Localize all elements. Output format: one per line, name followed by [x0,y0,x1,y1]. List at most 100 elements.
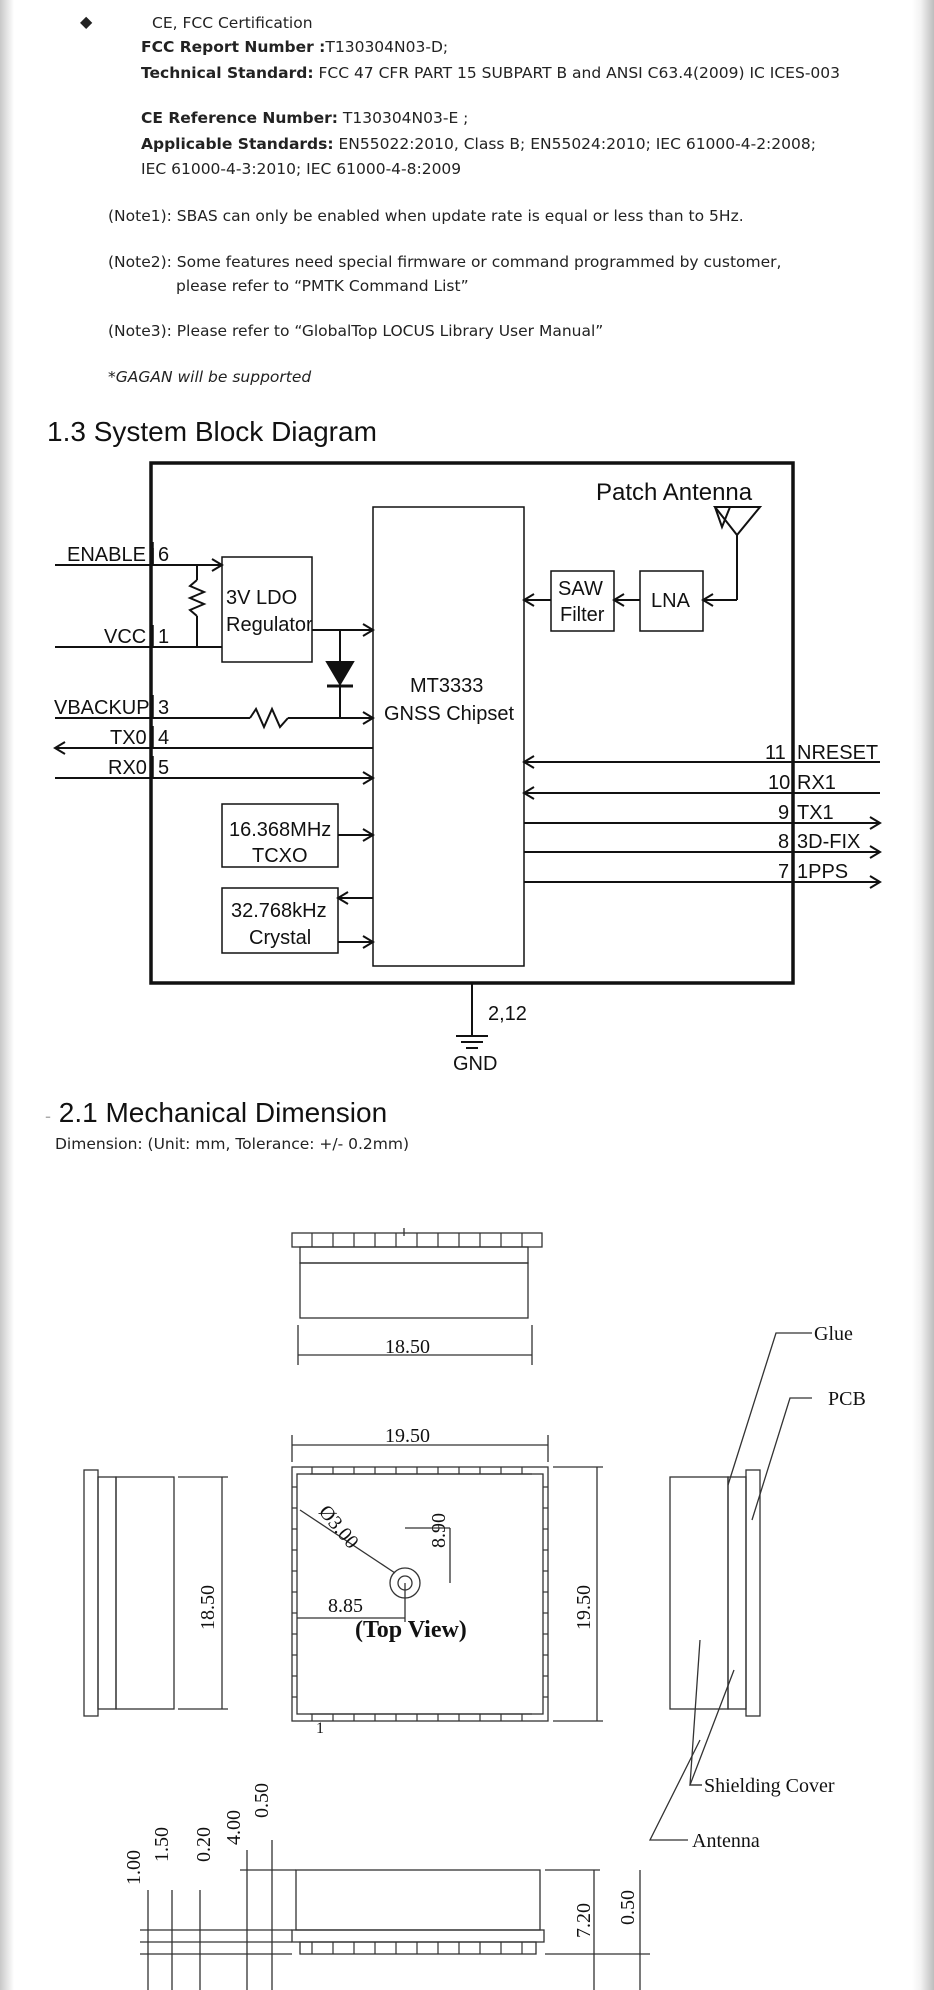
arrow-tcxo [362,828,375,842]
page-shadow-right [912,0,934,1990]
saw-label-1: SAW [558,578,603,600]
cert-title: CE, FCC Certification [152,14,313,32]
vbackup-resistor [249,706,289,730]
ldo-label-2: Regulator [226,614,313,636]
pin-1pps-num: 7 [778,861,789,883]
dim-side-height: 18.50 [197,1585,219,1630]
arrow-lna-in [701,593,714,607]
right-side-body [669,1476,729,1710]
glue-label: Glue [814,1323,853,1345]
tcxo-label-1: 16.368MHz [229,819,331,841]
tech-standard-value: FCC 47 CFR PART 15 SUBPART B and ANSI C6… [318,64,840,82]
block-diagram-heading: 1.3 System Block Diagram [47,416,377,447]
pin-vcc-num: 1 [158,626,169,648]
right-side-glue [727,1476,747,1710]
pin-tx0-name: TX0 [110,727,147,749]
saw-label-2: Filter [560,604,605,626]
app-standards-value-1: EN55022:2010, Class B; EN55024:2010; IEC… [338,135,816,153]
arrow-crystal-in [336,891,349,905]
shielding-leader-2 [689,1669,735,1786]
arrow-nreset [522,755,535,769]
shielding-label: Shielding Cover [704,1775,835,1797]
mechanical-subheading: Dimension: (Unit: mm, Tolerance: +/- 0.2… [55,1135,410,1153]
tech-standard-line: Technical Standard: FCC 47 CFR PART 15 S… [141,64,840,82]
pin-ticks [292,1233,548,1954]
pin-vcc-name: VCC [104,626,146,648]
arrow-rx0 [362,771,375,785]
app-standards-label: Applicable Standards: [141,135,334,153]
diameter-leader [299,1509,396,1574]
top-elev-pcb [299,1246,529,1264]
ce-ref-line: CE Reference Number: T130304N03-E ; [141,109,468,127]
dim-hole-y: 8.90 [428,1513,450,1548]
antenna-label: Antenna [692,1830,760,1852]
patch-antenna-label: Patch Antenna [596,479,753,506]
lna-label: LNA [651,590,691,612]
left-side-body [115,1476,175,1710]
note-2-line-1: (Note2): Some features need special firm… [108,253,782,271]
arrow-chip-rf [522,593,535,607]
tech-standard-label: Technical Standard: [141,64,314,82]
dim-diameter: Ø3.00 [314,1501,363,1553]
chipset-box [372,506,525,967]
crystal-label-2: Crystal [249,927,311,949]
pcb-label: PCB [828,1388,866,1410]
crystal-box [221,887,339,954]
pin-enable-name: ENABLE [67,544,146,566]
pin-enable-num: 6 [158,544,169,566]
mechanical-heading-text: 2.1 Mechanical Dimension [58,1097,388,1128]
pin-tx1-num: 9 [778,802,789,824]
fcc-report-label: FCC Report Number : [141,38,326,56]
dim-4-00: 4.00 [223,1810,245,1845]
gnd-label: GND [453,1053,497,1075]
arrow-ldo-out [362,623,375,637]
arrow-vbackup [362,711,375,725]
arrow-1pps [869,875,882,889]
top-view-frame [291,1466,549,1722]
bottom-elev-pins [299,1941,537,1955]
mechanical-heading: - 2.1 Mechanical Dimension [45,1097,387,1129]
gagan-note: *GAGAN will be supported [108,368,312,386]
app-standards-line: Applicable Standards: EN55022:2010, Clas… [141,135,816,153]
note-2-line-2: please refer to “PMTK Command List” [176,277,469,295]
pin-rx1-name: RX1 [797,772,836,794]
arrow-tx1 [869,816,882,830]
pin-tx1-name: TX1 [797,802,834,824]
dim-0-50-top: 0.50 [251,1783,273,1818]
pin-vbackup-name: VBACKUP [54,697,150,719]
dim-7-20: 7.20 [573,1903,595,1938]
pin-rx0-num: 5 [158,757,169,779]
pin-vbackup-num: 3 [158,697,169,719]
note-3: (Note3): Please refer to “GlobalTop LOCU… [108,322,604,340]
fcc-report-line: FCC Report Number :T130304N03-D; [141,38,448,56]
dim-top-width: 18.50 [385,1336,430,1358]
top-view-label: (Top View) [355,1617,467,1643]
dim-1-00: 1.00 [123,1850,145,1885]
bottom-elev-pcb [291,1929,545,1943]
arrow-tx0 [53,741,66,755]
pin-tx0-num: 4 [158,727,169,749]
dim-width: 19.50 [385,1425,430,1447]
pullup-resistor [187,579,207,617]
pcb-leader [751,1397,812,1521]
dim-height: 19.50 [573,1585,595,1630]
bottom-elev-body [295,1869,541,1931]
ce-ref-label: CE Reference Number: [141,109,338,127]
arrow-saw-in [612,593,625,607]
gnd-pins-label: 2,12 [488,1003,527,1025]
ce-ref-value: T130304N03-E ; [342,109,469,127]
crystal-label-1: 32.768kHz [231,900,327,922]
ldo-label-1: 3V LDO [226,587,297,609]
pin1-label: 1 [316,1720,324,1737]
dim-hole-x: 8.85 [328,1595,363,1617]
fcc-report-value: T130304N03-D; [325,38,449,56]
arrow-crystal-out [362,935,375,949]
chip-label-2: GNSS Chipset [384,703,514,725]
dim-1-50: 1.50 [151,1827,173,1862]
arrow-3dfix [869,845,882,859]
left-side-pcb [83,1469,99,1717]
chip-label-1: MT3333 [410,675,483,697]
pin-nreset-num: 11 [765,742,786,764]
